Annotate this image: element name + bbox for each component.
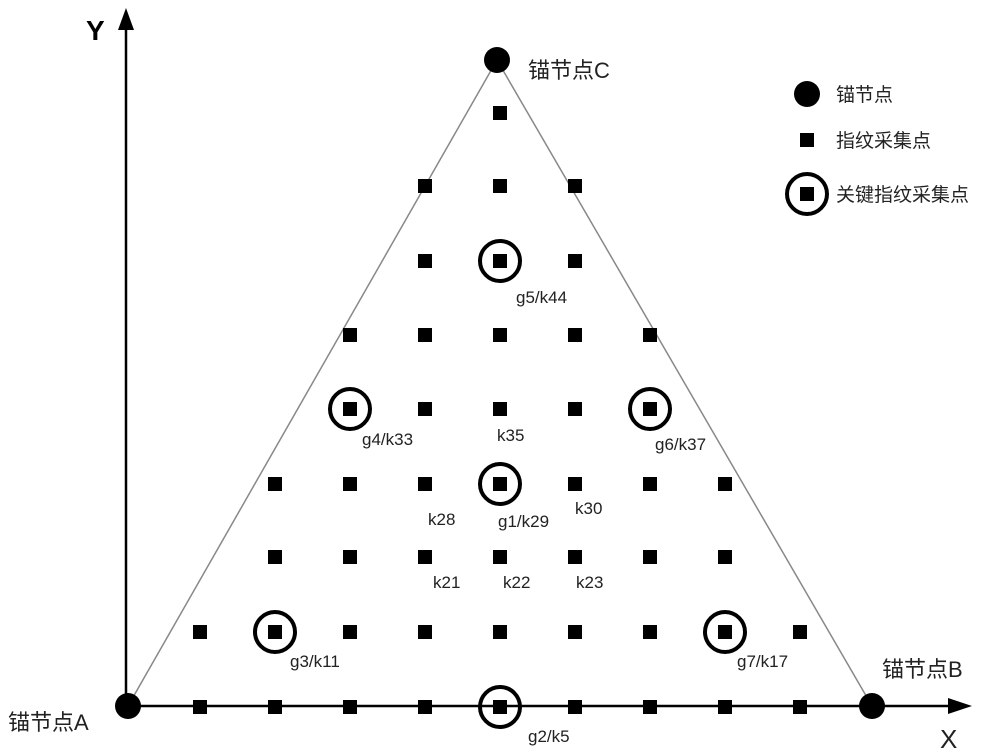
legend-key-square — [800, 187, 814, 201]
fingerprint-point — [718, 700, 732, 714]
key-label-g7: g7/k17 — [737, 652, 788, 671]
key-ring-g2 — [478, 685, 522, 729]
fingerprint-point — [493, 700, 507, 714]
legend-anchor-label: 锚节点 — [836, 84, 893, 106]
fingerprint-point — [418, 402, 432, 416]
key-label-g4: g4/k33 — [362, 430, 413, 449]
fingerprint-points — [193, 106, 807, 714]
key-ring-g1 — [478, 462, 522, 506]
fingerprint-point — [643, 328, 657, 342]
fingerprint-point — [493, 477, 507, 491]
fingerprint-point — [493, 106, 507, 120]
fingerprint-point — [418, 328, 432, 342]
x-axis — [126, 698, 972, 714]
fingerprint-point — [643, 402, 657, 416]
anchor-a-label: 锚节点A — [8, 710, 89, 735]
fingerprint-point — [793, 700, 807, 714]
anchor-c-label: 锚节点C — [528, 58, 610, 83]
fingerprint-point — [343, 625, 357, 639]
point-label-k30: k30 — [575, 499, 602, 518]
key-label-g1: g1/k29 — [498, 512, 549, 531]
point-label-k22: k22 — [503, 573, 530, 592]
fingerprint-point — [268, 700, 282, 714]
fingerprint-point — [643, 625, 657, 639]
fingerprint-point — [643, 477, 657, 491]
fingerprint-point — [343, 550, 357, 564]
fingerprint-point — [718, 477, 732, 491]
anchor-node-c — [484, 47, 510, 73]
fingerprint-point — [193, 700, 207, 714]
legend-fingerprint-symbol — [800, 133, 814, 147]
fingerprint-point — [268, 477, 282, 491]
x-axis-label: X — [940, 724, 957, 754]
fingerprint-point — [493, 179, 507, 193]
key-label-g3: g3/k11 — [290, 652, 340, 671]
anchor-node-a — [115, 693, 141, 719]
key-ring-g7 — [703, 610, 747, 654]
legend-fingerprint-label: 指纹采集点 — [836, 130, 931, 152]
anchor-node-b — [859, 693, 885, 719]
fingerprint-point — [343, 477, 357, 491]
fingerprint-point — [268, 550, 282, 564]
fingerprint-point — [418, 550, 432, 564]
fingerprint-point — [493, 254, 507, 268]
fingerprint-point — [418, 254, 432, 268]
anchor-b-label: 锚节点B — [882, 657, 963, 682]
fingerprint-point — [493, 550, 507, 564]
fingerprint-point — [643, 550, 657, 564]
fingerprint-point — [418, 700, 432, 714]
fingerprint-point — [793, 625, 807, 639]
fingerprint-point — [718, 625, 732, 639]
triangle-edges — [127, 59, 873, 707]
fingerprint-point — [343, 328, 357, 342]
fingerprint-point — [718, 550, 732, 564]
y-axis — [118, 8, 134, 706]
key-ring-g3 — [253, 610, 297, 654]
fingerprint-point — [568, 328, 582, 342]
legend-key-ring — [785, 172, 829, 216]
legend: 锚节点 指纹采集点 关键指纹采集点 — [785, 81, 969, 216]
point-label-k35: k35 — [497, 426, 524, 445]
fingerprint-point — [568, 550, 582, 564]
fingerprint-point — [493, 625, 507, 639]
y-axis-label: Y — [86, 15, 105, 46]
point-label-k21: k21 — [433, 573, 460, 592]
fingerprint-point — [418, 477, 432, 491]
legend-key-fingerprint-label: 关键指纹采集点 — [836, 184, 969, 206]
fingerprint-point — [343, 402, 357, 416]
fingerprint-point — [568, 402, 582, 416]
key-label-g2: g2/k5 — [528, 727, 570, 746]
key-label-g6: g6/k37 — [655, 435, 706, 454]
fingerprint-point — [568, 700, 582, 714]
fingerprint-point — [643, 700, 657, 714]
fingerprint-point — [343, 700, 357, 714]
key-label-g5: g5/k44 — [516, 288, 567, 307]
key-ring-g5 — [478, 239, 522, 283]
legend-anchor-symbol — [794, 81, 820, 107]
key-ring-g6 — [628, 387, 672, 431]
fingerprint-point — [493, 328, 507, 342]
fingerprint-point — [493, 402, 507, 416]
fingerprint-point — [193, 625, 207, 639]
fingerprint-point — [568, 179, 582, 193]
fingerprint-point — [268, 625, 282, 639]
fingerprint-point — [568, 477, 582, 491]
fingerprint-point — [568, 625, 582, 639]
key-fingerprint-rings — [253, 239, 747, 729]
point-label-k28: k28 — [428, 510, 455, 529]
fingerprint-point — [418, 179, 432, 193]
fingerprint-point — [568, 254, 582, 268]
key-ring-g4 — [328, 387, 372, 431]
point-label-k23: k23 — [576, 573, 603, 592]
fingerprint-point — [418, 625, 432, 639]
